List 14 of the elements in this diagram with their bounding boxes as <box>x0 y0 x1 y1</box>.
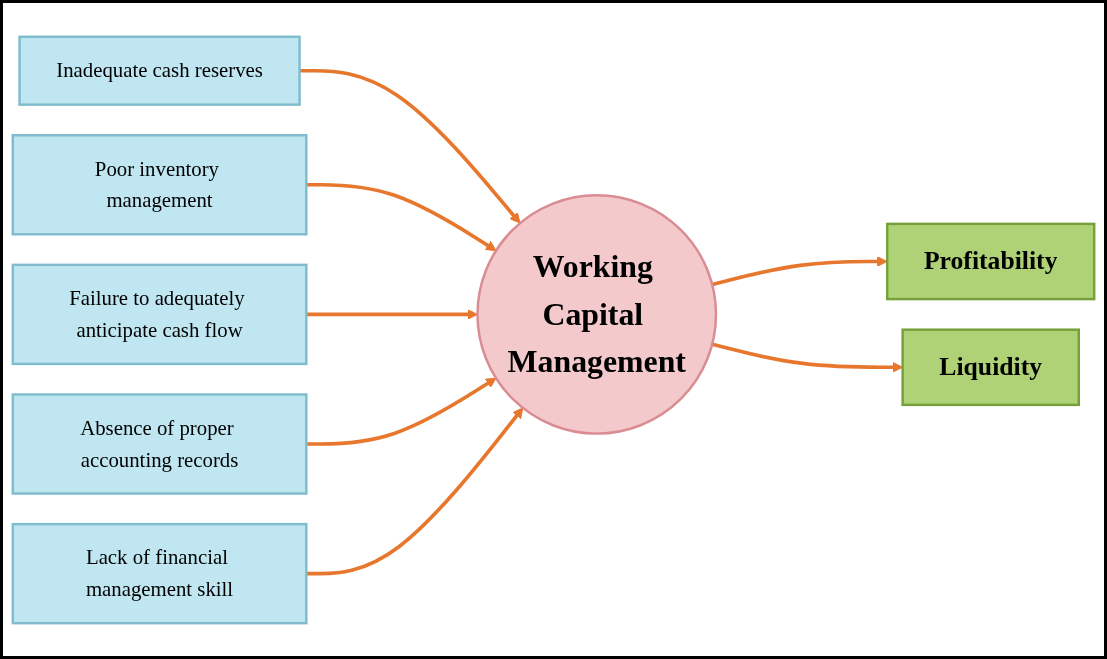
arrow <box>711 255 888 286</box>
arrow <box>306 407 524 575</box>
node-box: Poor inventory management <box>11 133 308 236</box>
node-box: Failure to adequately anticipate cash flow <box>11 263 308 365</box>
arrow <box>306 308 478 320</box>
node-box: Liquidity <box>901 327 1080 406</box>
node-circle: Working Capital Management <box>476 193 718 435</box>
node-box: Lack of financial management skill <box>11 522 308 624</box>
arrow <box>306 182 497 251</box>
arrow <box>306 377 497 446</box>
node-box: Profitability <box>885 222 1096 300</box>
node-box: Inadequate cash reserves <box>18 35 301 106</box>
arrow <box>299 68 521 224</box>
node-box: Absence of proper accounting records <box>11 392 308 495</box>
